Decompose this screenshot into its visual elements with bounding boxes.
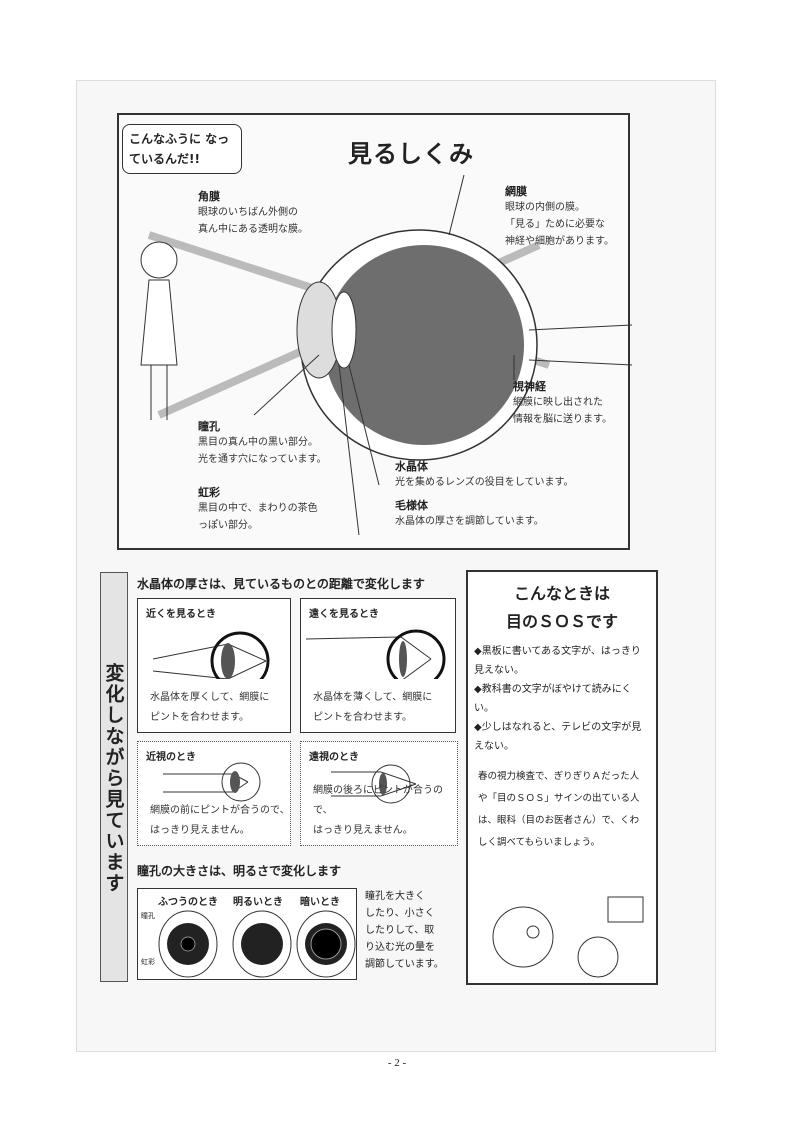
panel-title: 近くを見るとき — [146, 609, 216, 620]
sos-title: こんなときは — [513, 584, 610, 603]
pupil-label: 瞳孔 — [141, 912, 155, 920]
part-desc: 黒目の中で、まわりの茶色 — [198, 503, 318, 514]
page-title: 見るしくみ — [348, 140, 474, 168]
panel-text: 水晶体を厚くして、網膜にピントを合わせます。 — [150, 692, 270, 723]
panel-title: 近視のとき — [146, 752, 196, 763]
part-name: 毛様体 — [395, 499, 428, 512]
part-desc: 水晶体の厚さを調節しています。 — [395, 516, 544, 527]
label-lens: 水晶体 光を集めるレンズの役目をしています。 — [395, 458, 574, 491]
side-banner: 変化しながら見ています — [100, 572, 128, 982]
part-desc: 神経や細胞があります。 — [505, 236, 614, 247]
part-name: 瞳孔 — [198, 420, 220, 433]
pupil-section-heading: 瞳孔の大きさは、明るさで変化します — [137, 864, 342, 878]
panel-text: 網膜の前にピントが合うので、はっきり見えません。 — [150, 805, 290, 836]
eye-myopia-icon — [163, 762, 261, 802]
part-name: 角膜 — [198, 190, 220, 203]
eye-structure-panel — [117, 113, 633, 550]
part-desc: 光を集めるレンズの役目をしています。 — [395, 477, 574, 488]
part-desc: 真ん中にある透明な膜。 — [198, 224, 308, 235]
eye-diagram — [140, 174, 633, 536]
panel-myopia: 近視のとき 網膜の前にピントが合うので、はっきり見えません。 — [137, 741, 291, 846]
part-name: 網膜 — [505, 185, 527, 198]
children-illustration — [492, 896, 644, 978]
pupil-note: 瞳孔を大きくしたり、小さくしたりして、取り込む光の量を調節しています。 — [365, 891, 444, 970]
part-name: 視神経 — [513, 380, 546, 393]
panel-title: 遠くを見るとき — [309, 609, 379, 620]
part-desc: 黒目の真ん中の黒い部分。 — [198, 437, 318, 448]
part-desc: 「見る」ために必要な — [505, 219, 605, 230]
panel-near: 近くを見るとき 水晶体を厚くして、網膜にピントを合わせます。 — [137, 598, 291, 733]
part-desc: 情報を脳に送ります。 — [513, 414, 612, 425]
label-optic-nerve: 視神経 網膜に映し出された 情報を脳に送ります。 — [513, 378, 612, 428]
speech-bubble: こんなふうに なっているんだ!! — [122, 124, 242, 174]
panel-hyperopia: 遠視のとき 網膜の後ろにピントが合うので、はっきり見えません。 — [300, 741, 458, 846]
state-normal-label: ふつうのとき — [158, 897, 218, 908]
list-item: ◆教科書の文字がぼやけて読みにくい。 — [474, 684, 632, 714]
label-pupil: 瞳孔 黒目の真ん中の黒い部分。 光を通す穴になっています。 — [198, 418, 327, 468]
part-name: 水晶体 — [395, 460, 428, 473]
sos-box: こんなときは 目のＳＯＳです ◆黒板に書いてある文字が、はっきり見えない。 ◆教… — [466, 570, 658, 985]
list-item: ◆少しはなれると、テレビの文字が見えない。 — [474, 722, 642, 752]
eye-hyperopia-icon — [331, 764, 417, 804]
label-retina: 網膜 眼球の内側の膜。 「見る」ために必要な 神経や細胞があります。 — [505, 183, 614, 250]
pupil-panel: ふつうのとき 明るいとき 暗いとき 瞳孔 虹彩 — [137, 888, 357, 980]
panel-title: 遠視のとき — [309, 752, 359, 763]
part-desc: 眼球のいちばん外側の — [198, 207, 298, 218]
part-desc: 光を通す穴になっています。 — [198, 454, 327, 465]
label-iris: 虹彩 黒目の中で、まわりの茶色 っぽい部分。 — [198, 484, 318, 534]
part-desc: 網膜に映し出された — [513, 397, 603, 408]
sos-list: ◆黒板に書いてある文字が、はっきり見えない。 ◆教科書の文字がぼやけて読みにくい… — [468, 642, 656, 756]
state-bright-label: 明るいとき — [233, 897, 283, 908]
lens-section-heading: 水晶体の厚さは、見ているものとの距離で変化します — [137, 577, 425, 591]
label-ciliary-body: 毛様体 水晶体の厚さを調節しています。 — [395, 497, 544, 530]
panel-text: 水晶体を薄くして、網膜にピントを合わせます。 — [313, 692, 433, 723]
page-number: - 2 - — [387, 1057, 407, 1069]
panel-far: 遠くを見るとき 水晶体を薄くして、網膜にピントを合わせます。 — [300, 598, 456, 733]
sos-title: 目のＳＯＳです — [505, 612, 618, 631]
sos-advice: 春の視力検査で、ぎりぎりＡだった人や「目のＳＯＳ」サインの出ている人は、眼科（目… — [478, 771, 640, 848]
pupil-diagrams — [158, 910, 356, 978]
part-desc: っぽい部分。 — [198, 520, 258, 531]
panel-text: 網膜の後ろにピントが合うので、はっきり見えません。 — [313, 785, 443, 836]
eye-near-icon — [152, 631, 270, 679]
part-name: 虹彩 — [198, 486, 220, 499]
list-item: ◆黒板に書いてある文字が、はっきり見えない。 — [474, 646, 641, 676]
iris-label: 虹彩 — [141, 958, 155, 966]
label-cornea: 角膜 眼球のいちばん外側の 真ん中にある透明な膜。 — [198, 188, 308, 238]
eye-far-icon — [305, 629, 446, 679]
state-dark-label: 暗いとき — [300, 897, 340, 908]
part-desc: 眼球の内側の膜。 — [505, 202, 585, 213]
